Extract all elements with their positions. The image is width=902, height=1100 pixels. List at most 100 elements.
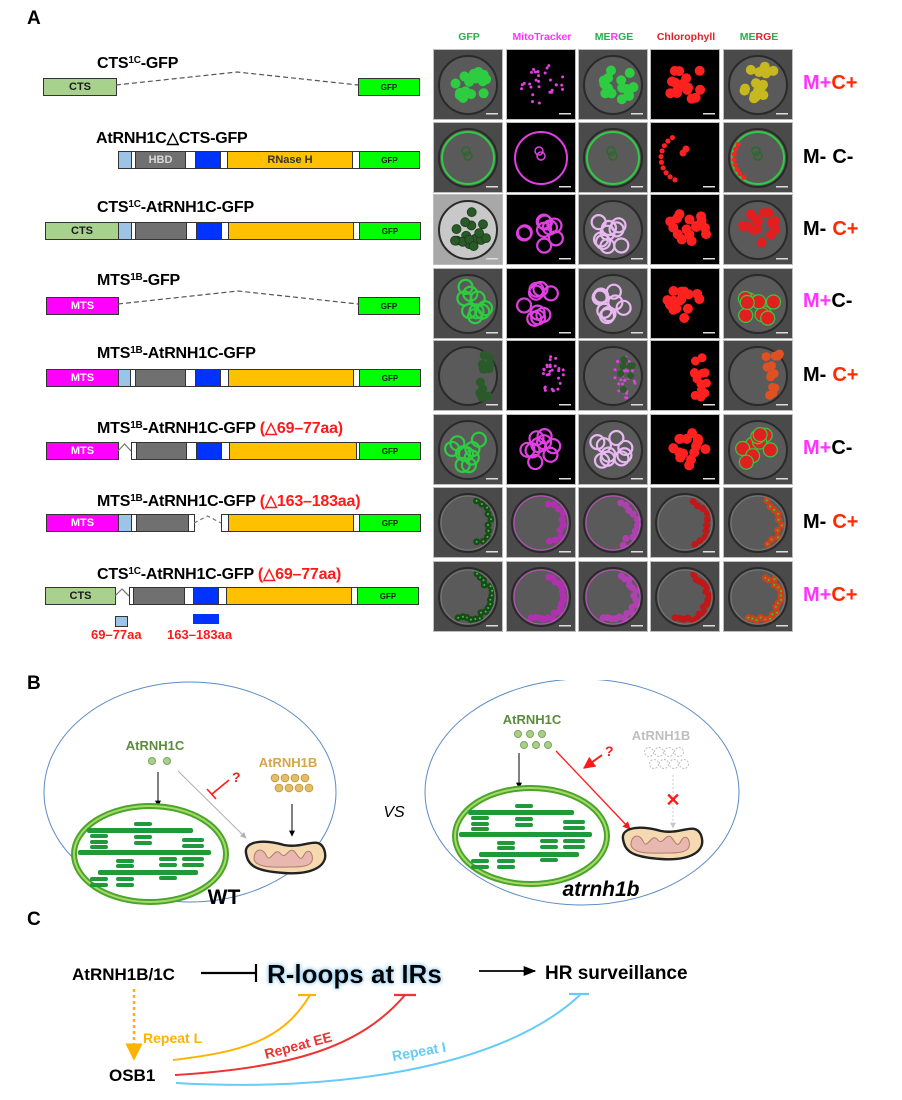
mutant-blocked-icon: ✕ <box>665 790 680 810</box>
segment-hybrid <box>195 151 221 169</box>
segment-mts: MTS <box>46 514 119 532</box>
construct-name-suffix: -AtRNH1C-GFP <box>140 199 254 216</box>
segment-rnaseh <box>228 514 354 532</box>
segment-tp <box>118 151 132 169</box>
chloroplast-status: C+ <box>832 364 859 386</box>
micrograph-cell <box>433 49 503 120</box>
mitochondria-status: M- <box>803 146 827 168</box>
wt-question-mark: ? <box>232 769 241 785</box>
micrograph-cell <box>506 340 576 411</box>
mutant-c-to-mito-arrow <box>555 750 631 830</box>
micrograph-cell <box>650 268 720 339</box>
segment-mts: MTS <box>46 442 119 460</box>
panel-b-label: B <box>27 673 41 694</box>
source-inhibits-target-arrow <box>201 964 258 982</box>
mutant-atrnh1c-label: AtRNH1C <box>503 712 562 727</box>
panel-a-label: A <box>27 8 41 29</box>
construct-superscript: 1C <box>128 199 141 210</box>
segment-gfp: GFP <box>359 222 421 240</box>
segment-cts: CTS <box>45 587 116 605</box>
micrograph-cell <box>506 49 576 120</box>
micrograph-cell <box>650 414 720 485</box>
micrograph-cell <box>433 340 503 411</box>
wt-c-to-mito-arrow <box>177 770 247 839</box>
transit-region-label: 69–77aa <box>91 627 142 642</box>
repeat-i-label: Repeat I <box>391 1039 447 1064</box>
segment-hbd <box>133 587 185 605</box>
localization-label: M-C+ <box>803 511 858 534</box>
mutant-question-mark: ? <box>605 743 614 759</box>
wt-cell: AtRNH1C ? AtRNH1B WT <box>43 681 337 909</box>
construct-name-suffix: -AtRNH1C-GFP <box>142 420 260 437</box>
wt-mitochondrion-icon <box>244 840 327 875</box>
micrograph-cell <box>723 561 793 632</box>
chloroplast-status: C+ <box>831 72 858 94</box>
column-header-text: RG <box>755 31 772 43</box>
segment-rnaseh <box>229 442 357 460</box>
segment-gfp: GFP <box>357 587 419 605</box>
construct-superscript: 1B <box>130 345 143 356</box>
chloroplast-status: C- <box>832 146 854 168</box>
micrograph-cell <box>578 487 648 558</box>
hybrid-binding-region-box <box>193 614 219 624</box>
mitochondria-status: M+ <box>803 72 832 94</box>
micrograph-cell <box>433 487 503 558</box>
segment-hybrid <box>195 369 221 387</box>
construct-title: MTS1B-AtRNH1C-GFP <box>97 345 256 363</box>
chloroplast-status: C+ <box>832 218 859 240</box>
deletion-gap <box>118 443 131 452</box>
micrograph-cell <box>506 561 576 632</box>
construct-title: MTS1B-GFP <box>97 272 180 290</box>
construct-name: CTS <box>97 566 129 583</box>
segment-hybrid <box>196 222 222 240</box>
column-header-text: GE <box>618 31 634 43</box>
construct-name-suffix: -GFP <box>142 272 181 289</box>
wt-chloroplast-icon <box>74 806 226 902</box>
construct-superscript: 1B <box>130 493 143 504</box>
construct-superscript: 1B <box>130 420 143 431</box>
micrograph-cell <box>723 268 793 339</box>
segment-hybrid <box>196 442 222 460</box>
column-header-text: GFP <box>458 31 480 43</box>
construct-superscript: 1C <box>128 55 141 66</box>
segment-mts: MTS <box>46 369 119 387</box>
repeat-l-inhibition-curve <box>172 994 311 1061</box>
micrograph-cell <box>433 414 503 485</box>
micrograph-cell <box>650 340 720 411</box>
micrograph-cell <box>578 561 648 632</box>
localization-label: M+C+ <box>803 584 857 607</box>
column-header: MERGE <box>578 31 650 43</box>
segment-hbd <box>135 369 186 387</box>
construct-name-suffix: -AtRNH1C-GFP <box>142 493 260 510</box>
construct-deletion: (△69–77aa) <box>259 420 343 437</box>
transit-peptide-region-box <box>115 616 128 627</box>
construct-name-suffix: -AtRNH1C-GFP <box>142 345 256 362</box>
segment-cts: CTS <box>45 222 119 240</box>
micrograph-cell <box>506 268 576 339</box>
mutant-atrnh1c-particles <box>514 730 552 749</box>
construct-deletion: (△163–183aa) <box>259 493 361 510</box>
mitochondria-status: M- <box>803 218 827 240</box>
micrograph-cell <box>506 487 576 558</box>
construct-name-suffix: -GFP <box>140 55 179 72</box>
linker-dashed-line <box>116 71 358 86</box>
segment-hbd: HBD <box>135 151 186 169</box>
micrograph-cell <box>650 194 720 265</box>
micrograph-cell <box>578 414 648 485</box>
segment-cts: CTS <box>43 78 117 96</box>
micrograph-cell <box>433 268 503 339</box>
mitochondria-status: M+ <box>803 437 832 459</box>
micrograph-cell <box>650 49 720 120</box>
micrograph-cell <box>433 194 503 265</box>
micrograph-cell <box>433 561 503 632</box>
segment-hbd <box>136 514 189 532</box>
chloroplast-status: C- <box>831 437 853 459</box>
construct-name: AtRNH1C△CTS-GFP <box>96 130 248 147</box>
segment-gfp: GFP <box>358 78 420 96</box>
chloroplast-status: C+ <box>832 511 859 533</box>
mitochondria-status: M- <box>803 364 827 386</box>
panel-c-label: C <box>27 909 41 930</box>
micrograph-cell <box>650 122 720 193</box>
segment-rnaseh: RNase H <box>227 151 353 169</box>
target-label: R-loops at IRs <box>267 959 442 989</box>
